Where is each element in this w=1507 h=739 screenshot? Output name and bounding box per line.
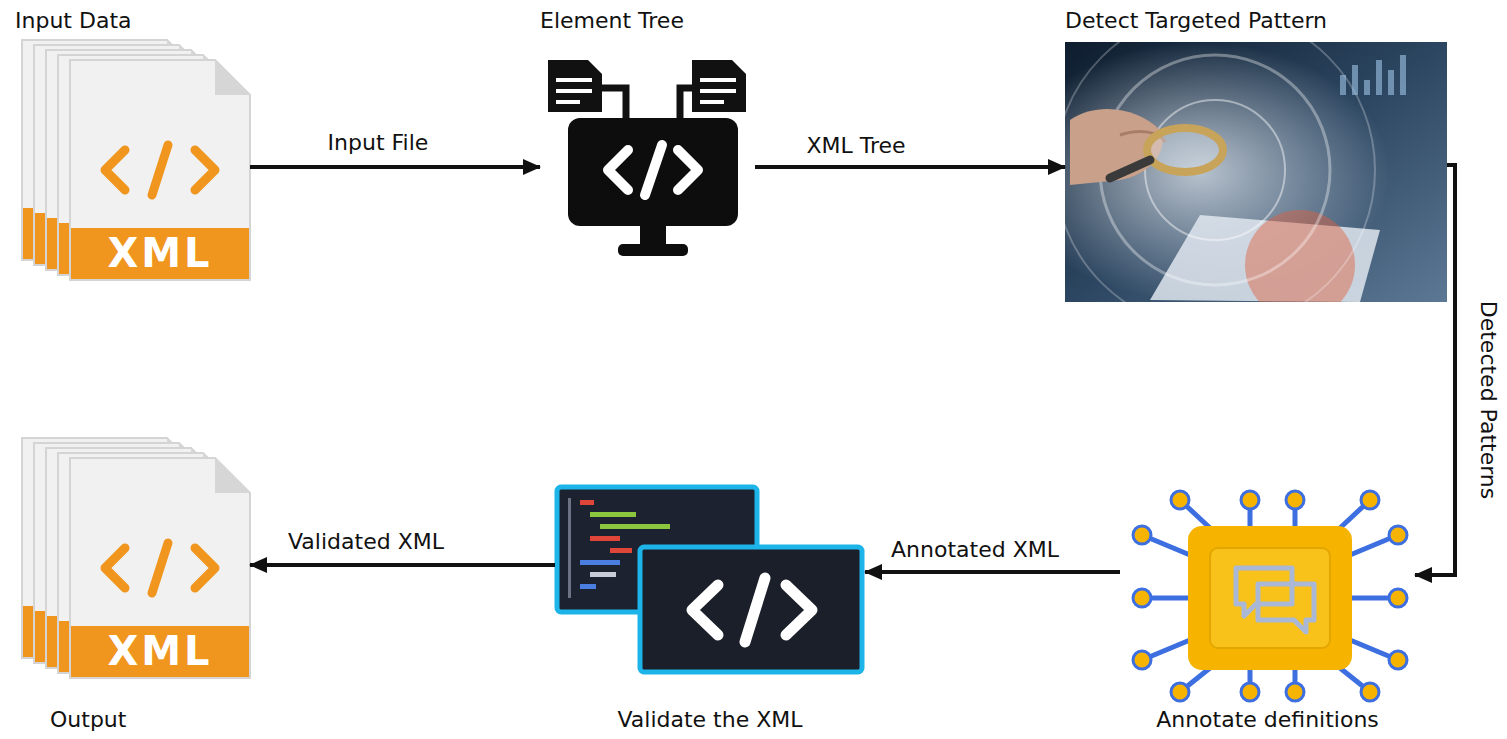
annotation-chip-icon [1133,491,1407,701]
stage-caption: Detect Targeted Pattern [1065,8,1327,34]
stage-caption: Validate the XML [617,707,802,733]
annotation-chip-icon [1361,491,1379,509]
stage-caption: Output [50,707,126,733]
arrow-label: Validated XML [285,529,447,555]
stage-node: Detect Targeted Pattern [1065,8,1447,302]
arrow-label: Detected Patterns [1475,298,1501,502]
xml-file-stack-icon [70,458,250,678]
flow-arrow [250,563,555,567]
pattern-photo [1100,55,1330,285]
annotation-chip-icon [1241,491,1259,509]
annotation-chip-icon [1133,589,1151,607]
pattern-photo [1364,80,1370,95]
element-tree-icon [692,60,746,112]
stage-node: Validate the XML [555,480,865,733]
flow-arrow [250,165,540,169]
pattern-photo [1376,60,1382,95]
stage-caption: Annotate definitions [1156,707,1379,733]
annotation-chip-icon [1180,668,1370,692]
element-tree-icon [548,60,602,112]
validation-screens-icon [590,512,636,517]
annotation-chip-icon [1133,651,1151,669]
annotation-chip-icon [1210,548,1330,648]
annotation-chip-icon [1171,491,1189,509]
pattern-photo [1065,42,1447,302]
validation-screens-icon [692,578,812,642]
validation-screens-icon [580,584,596,589]
validation-screens-icon [580,560,620,565]
xml-file-stack-icon [105,543,215,593]
pattern-photo [1147,128,1223,172]
pattern-photo [1400,55,1406,95]
annotation-chip-icon [1142,500,1398,692]
xml-file-stack-icon [22,40,250,280]
element-tree-icon [568,118,738,226]
annotation-chip-icon [1188,526,1352,670]
xml-file-stack-icon [70,60,250,280]
validation-screens-icon [600,524,670,529]
element-tree-icon [640,224,666,246]
pattern-photo [1388,70,1394,95]
annotation-chip-icon [1133,491,1407,701]
element-tree-icon [618,244,688,256]
xml-file-stack-icon [105,145,215,195]
xml-file-stack-icon [22,438,250,678]
pattern-photo [1110,160,1150,178]
file-type-label: XML [107,629,212,673]
stage-node: Element Tree [540,8,755,265]
flow-arrow [865,570,1120,574]
element-tree-icon [608,145,698,195]
pattern-photo [1145,100,1285,240]
stage-node: Annotate definitions [1120,485,1415,733]
arrow-label: Annotated XML [888,537,1062,563]
validation-screens-icon [568,498,571,598]
annotation-chip-icon [1286,683,1304,701]
pattern-photo [1352,65,1358,95]
annotation-chip-icon [1241,683,1259,701]
validation-screens-icon [580,500,594,505]
element-tree-icon [700,80,736,102]
validation-screens-icon [590,572,616,577]
element-tree-icon [548,60,746,256]
annotation-chip-icon [1389,526,1407,544]
validation-screens-icon [557,487,862,672]
annotation-chip-icon [1389,651,1407,669]
annotation-chip-icon [1171,683,1189,701]
annotation-chip-icon [1258,584,1314,632]
annotation-chip-icon [1389,589,1407,607]
annotation-chip-icon [1180,500,1370,528]
annotation-chip-icon [1361,683,1379,701]
flow-arrow [755,165,1065,169]
element-tree-icon [600,88,692,120]
annotation-chip-icon [1133,526,1151,544]
stage-node: Output [15,432,250,733]
validation-screens-icon [640,547,862,672]
flow-arrow [1415,165,1455,575]
stage-caption: Element Tree [540,8,684,34]
validation-screens-icon [610,548,632,553]
stage-caption: Input Data [15,8,132,34]
annotation-chip-icon [1286,491,1304,509]
pattern-photo [1245,210,1355,302]
file-type-label: XML [107,231,212,275]
arrow-label: XML Tree [803,133,908,159]
validation-screens-icon [590,536,620,541]
annotation-chip-icon [1236,568,1292,616]
pattern-photo [1065,42,1375,302]
pattern-photo [1340,75,1346,95]
pattern-photo [1340,55,1406,95]
arrow-label: Input File [325,130,432,156]
element-tree-icon [556,80,592,102]
